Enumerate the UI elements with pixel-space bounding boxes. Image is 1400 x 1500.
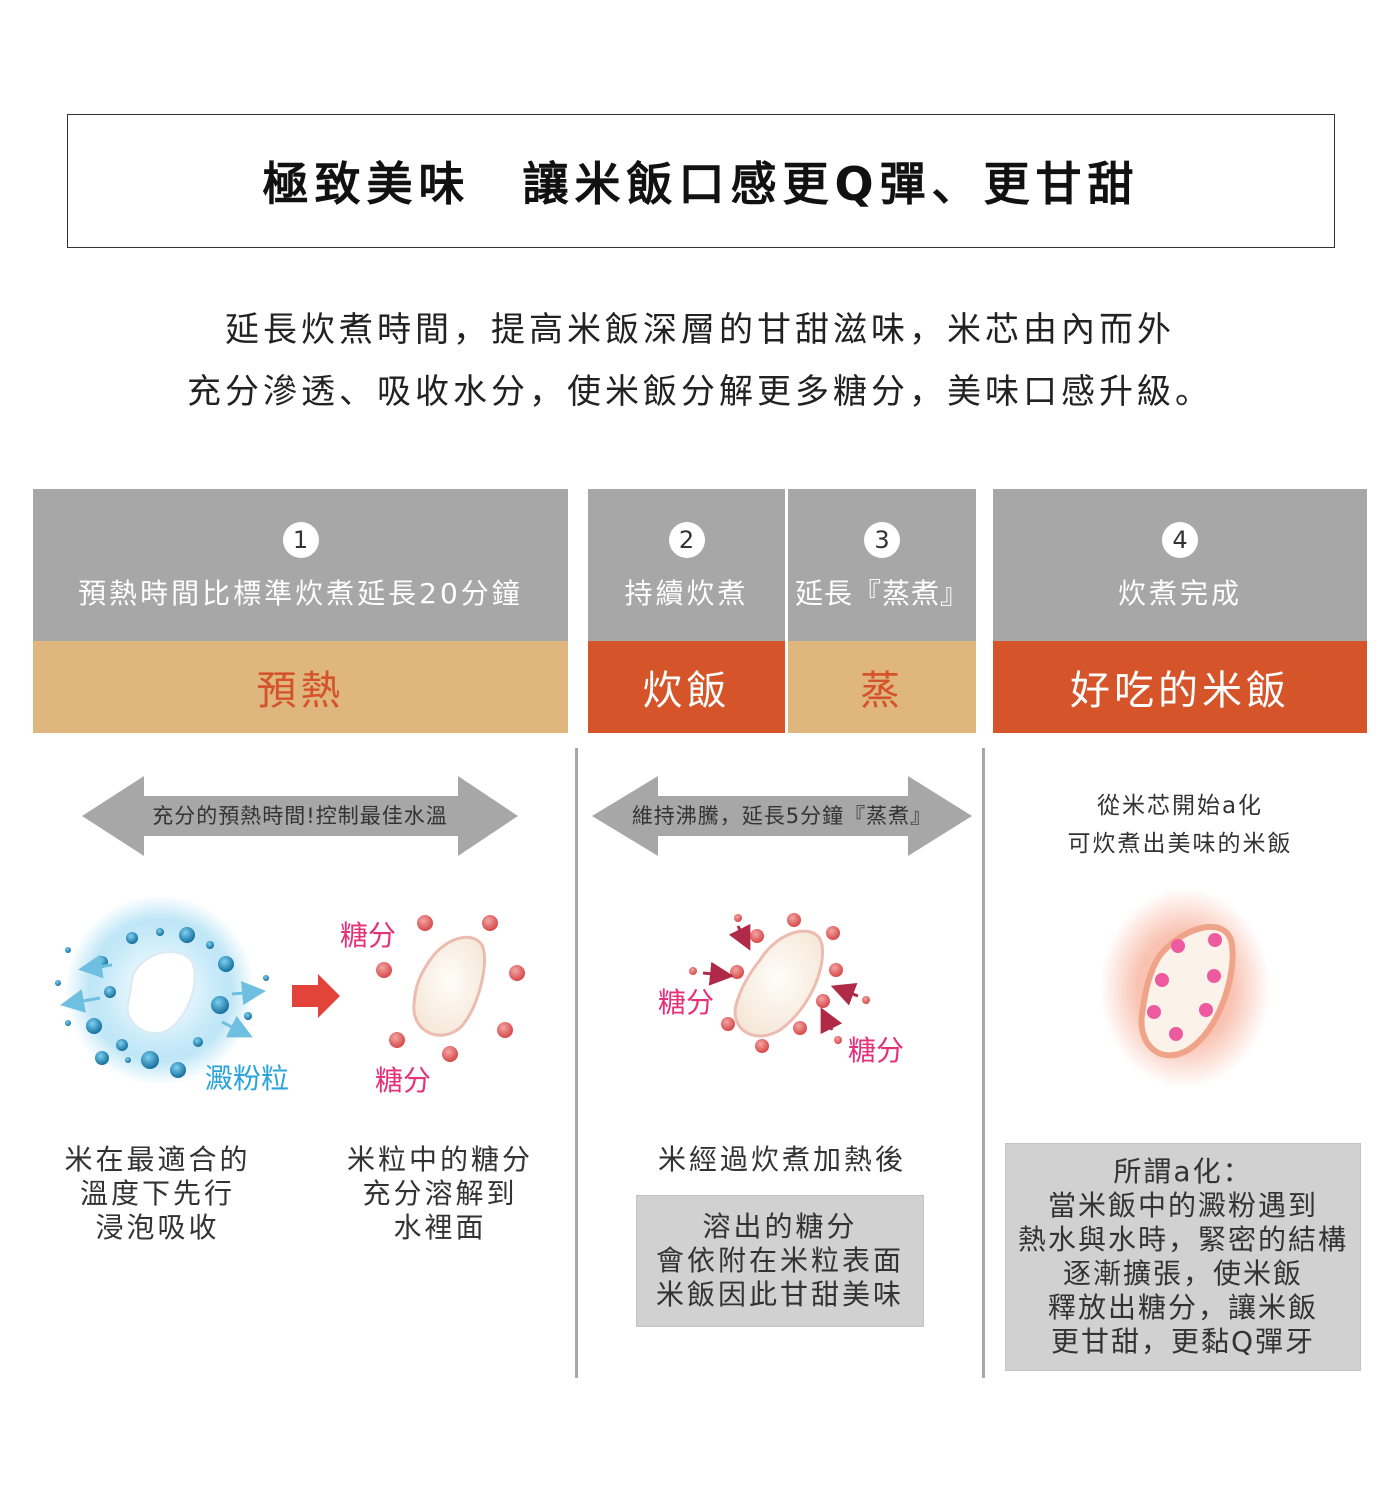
starch-label: 澱粉粒 <box>205 1062 289 1095</box>
dissolve-caption: 米粒中的糖分 充分溶解到 水裡面 <box>320 1143 560 1245</box>
soak-caption-line: 浸泡吸收 <box>95 1211 220 1244</box>
boil-double-arrow: 維持沸騰，延長5分鐘『蒸煮』 <box>592 776 972 856</box>
title-box: 極致美味 讓米飯口感更Q彈、更甘甜 <box>67 114 1335 248</box>
page-title: 極致美味 讓米飯口感更Q彈、更甘甜 <box>262 157 1140 211</box>
step-3-number: 3 <box>864 522 900 558</box>
boiling-rice-illustration: 糖分 糖分 <box>658 913 904 1067</box>
step-4-label: 炊煮完成 <box>1117 577 1242 610</box>
phase-done: 好吃的米飯 <box>993 641 1367 733</box>
soak-caption-line: 米在最適合的 <box>64 1143 251 1176</box>
dissolving-rice-illustration: 糖分 糖分 <box>340 915 525 1097</box>
step-4-number: 4 <box>1162 522 1198 558</box>
alpha-info-line: 逐漸擴張，使米飯 <box>1062 1257 1303 1290</box>
column-divider-2 <box>982 748 985 1378</box>
step-2-header: 2 持續炊煮 <box>588 489 785 641</box>
dissolve-caption-line: 米粒中的糖分 <box>346 1143 533 1176</box>
step-2-number: 2 <box>668 522 705 558</box>
sugar-label-left: 糖分 <box>658 986 714 1019</box>
alpha-note-line-1: 從米芯開始a化 <box>1096 793 1264 819</box>
step-3-label: 延長『蒸煮』 <box>794 577 969 610</box>
step-1-label: 預熱時間比標準炊煮延長20分鐘 <box>78 577 523 610</box>
soak-caption-line: 溫度下先行 <box>79 1177 235 1210</box>
boil-arrow-label: 維持沸騰，延長5分鐘『蒸煮』 <box>632 804 932 828</box>
preheat-double-arrow: 充分的預熱時間!控制最佳水溫 <box>82 776 518 856</box>
sugar-label-right: 糖分 <box>848 1034 904 1067</box>
step-2-label: 持續炊煮 <box>624 577 749 610</box>
phase-steam: 蒸 <box>788 641 976 733</box>
intro-line-2: 充分滲透、吸收水分，使米飯分解更多糖分，美味口感升級。 <box>187 372 1213 412</box>
alpha-info-box: 所謂a化： 當米飯中的澱粉遇到 熱水與水時，緊密的結構 逐漸擴張，使米飯 釋放出… <box>1005 1143 1361 1371</box>
sugar-label-top: 糖分 <box>340 919 396 952</box>
phase-preheat: 預熱 <box>33 641 568 733</box>
finished-rice-illustration <box>1100 888 1270 1088</box>
preheat-arrow-label: 充分的預熱時間!控制最佳水溫 <box>152 804 447 828</box>
intro-line-1: 延長炊煮時間，提高米飯深層的甘甜滋味，米芯由內而外 <box>225 310 1175 350</box>
step-1-number: 1 <box>282 522 319 558</box>
sugar-info-line: 會依附在米粒表面 <box>655 1244 904 1277</box>
after-heat-caption: 米經過炊煮加熱後 <box>657 1143 906 1176</box>
soaking-rice-illustration: 澱粉粒 <box>55 895 289 1095</box>
alpha-info-line: 當米飯中的澱粉遇到 <box>1047 1189 1318 1222</box>
alpha-info-line: 更甘甜，更黏Q彈牙 <box>1050 1325 1316 1358</box>
phase-cook: 炊飯 <box>588 641 785 733</box>
alpha-info-line: 熱水與水時，緊密的結構 <box>1017 1223 1348 1256</box>
column-divider-1 <box>575 748 578 1378</box>
soak-caption: 米在最適合的 溫度下先行 浸泡吸收 <box>40 1143 275 1245</box>
sugar-info-line: 溶出的糖分 <box>702 1210 858 1243</box>
alpha-info-line: 所謂a化： <box>1113 1155 1253 1188</box>
alpha-note-line-2: 可炊煮出美味的米飯 <box>1067 831 1293 857</box>
dissolve-caption-line: 充分溶解到 <box>362 1177 518 1210</box>
step-4-header: 4 炊煮完成 <box>993 489 1367 641</box>
transition-arrow <box>292 974 340 1018</box>
dissolve-caption-line: 水裡面 <box>393 1211 487 1244</box>
sugar-label-bottom: 糖分 <box>375 1064 431 1097</box>
alpha-info-line: 釋放出糖分，讓米飯 <box>1047 1291 1318 1324</box>
sugar-info-box: 溶出的糖分 會依附在米粒表面 米飯因此甘甜美味 <box>636 1195 924 1327</box>
step-3-header: 3 延長『蒸煮』 <box>788 489 976 641</box>
step-1-header: 1 預熱時間比標準炊煮延長20分鐘 <box>33 489 568 641</box>
sugar-info-line: 米飯因此甘甜美味 <box>655 1278 904 1311</box>
